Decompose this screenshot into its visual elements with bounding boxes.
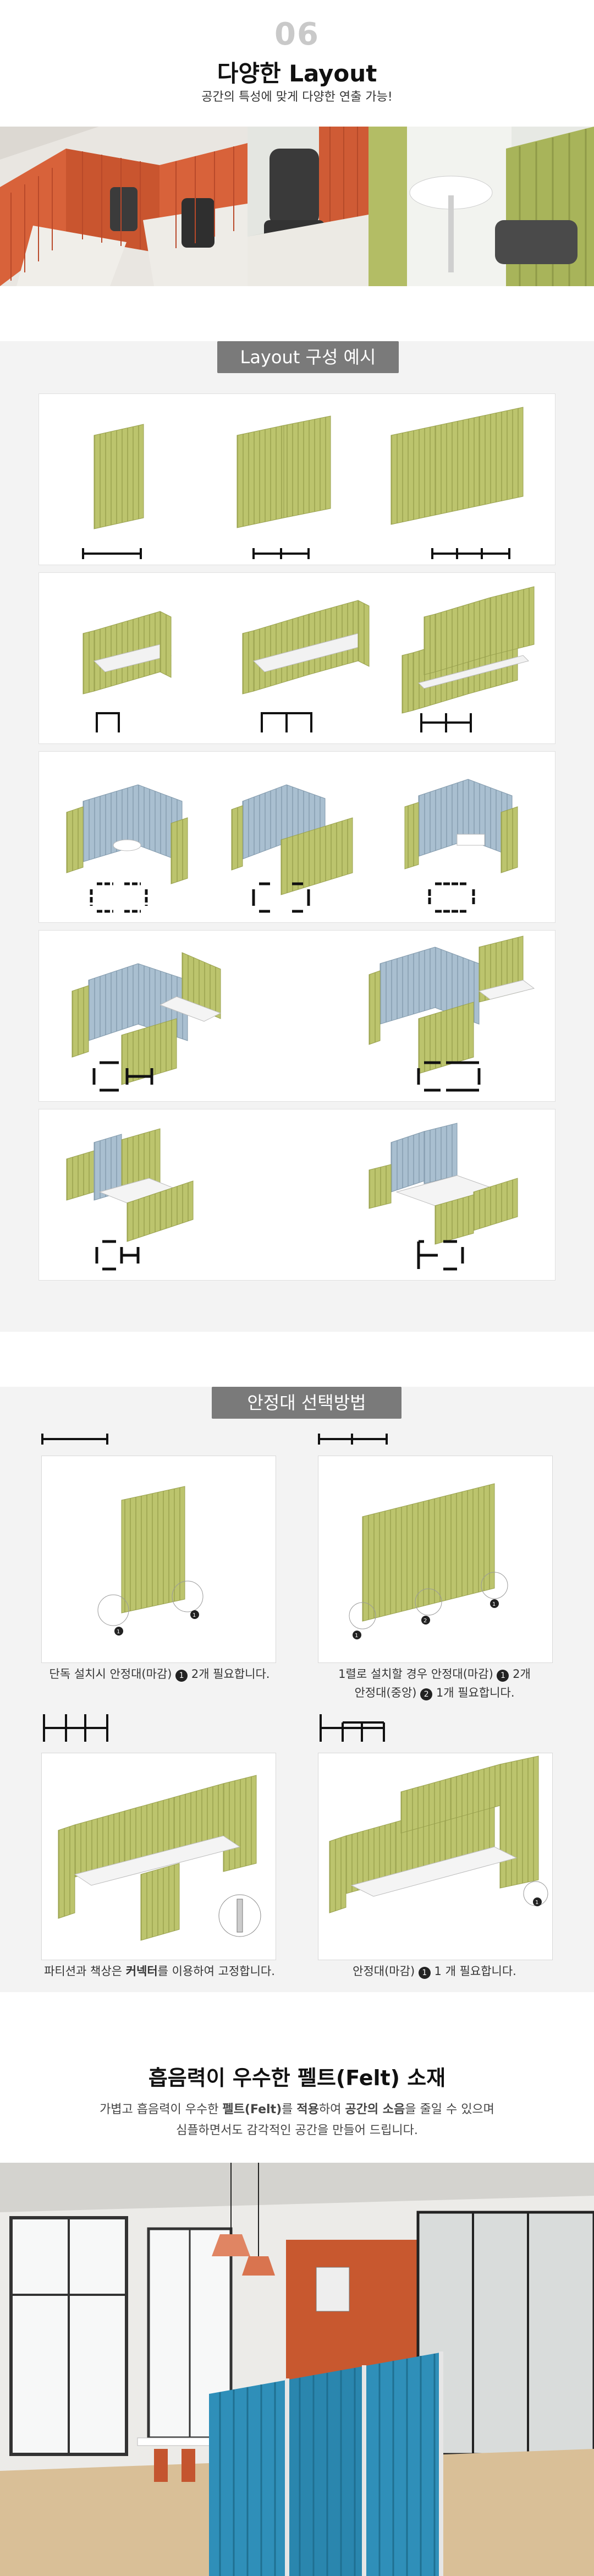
layout-examples-header: Layout 구성 예시 [217,341,399,373]
layout-examples-section: Layout 구성 예시 [0,341,594,1332]
plan-booth-3 [428,882,475,913]
plan-cluster-2 [417,1240,464,1271]
felt-title: 흡음력이 우수한 펠트(Felt) 소재 [148,2066,446,2090]
svg-text:2: 2 [424,1618,427,1624]
svg-text:1: 1 [117,1629,120,1635]
plan-booth-1 [90,882,148,913]
stabilizer-section: 안정대 선택방법 1 1 단독 설치시 안정대(마감) 1 2개 필요합니다. … [0,1387,594,1992]
plan-u-single [96,712,120,732]
plan-icon-single [41,1434,108,1445]
plan-booth-desk-1 [92,1061,153,1092]
plan-icon-h-quad [43,1714,108,1742]
stabilizer-caption-1: 단독 설치시 안정대(마감) 1 2개 필요합니다. [49,1667,270,1682]
section-subtitle: 공간의 특성에 맞게 다양한 연출 가능! [201,90,393,104]
stabilizer-caption-4: 안정대(마감) 1 1 개 필요합니다. [353,1965,516,1979]
svg-text:1: 1 [355,1633,358,1639]
layout-panel-cluster [38,1109,556,1281]
plan-icon-h-connect [320,1714,385,1742]
stabilizer-diagram-row: 1 2 1 [318,1456,553,1663]
photo-chair [248,127,369,286]
svg-text:1: 1 [193,1612,196,1618]
hero-photo-strip [0,127,594,286]
svg-text:1: 1 [535,1900,538,1906]
plan-line-triple [431,548,510,559]
plan-booth-2 [252,882,310,913]
photo-green-lounge [369,127,594,286]
plan-line-single [82,548,142,559]
stabilizer-caption-2: 1렬로 설치할 경우 안정대(마감) 1 2개 안정대(중앙) 2 1개 필요합… [338,1667,531,1700]
badge-1: 1 [497,1670,509,1682]
badge-1: 1 [175,1670,188,1682]
felt-description: 가볍고 흡음력이 우수한 펠트(Felt)를 적용하여 공간의 소음을 줄일 수… [100,2103,494,2137]
svg-text:1: 1 [492,1601,496,1607]
badge-2: 2 [420,1688,433,1700]
plan-icon-double [318,1434,388,1445]
layout-panel-booth-desk [38,930,556,1102]
photo-orange-office [0,127,248,286]
plan-cluster-1 [95,1240,140,1271]
badge-1: 1 [418,1967,431,1979]
connector-diagram [41,1753,276,1960]
section-title: 다양한 Layout [217,60,377,87]
layout-panel-straight [38,393,556,565]
plan-booth-desk-2 [417,1061,481,1092]
stabilizer-diagram-cluster: 1 [318,1753,553,1960]
stabilizer-diagram-single: 1 1 [41,1456,276,1663]
plan-h-quad [420,713,472,732]
section-number: 06 [274,17,320,52]
connector-caption: 파티션과 책상은 커넥터를 이용하여 고정합니다. [44,1965,275,1978]
plan-m-double [261,712,312,732]
layout-panel-desks [38,572,556,744]
felt-room-photo [0,2163,594,2576]
stabilizer-header: 안정대 선택방법 [212,1387,402,1419]
layout-panel-booths [38,751,556,923]
plan-line-double [252,548,310,559]
